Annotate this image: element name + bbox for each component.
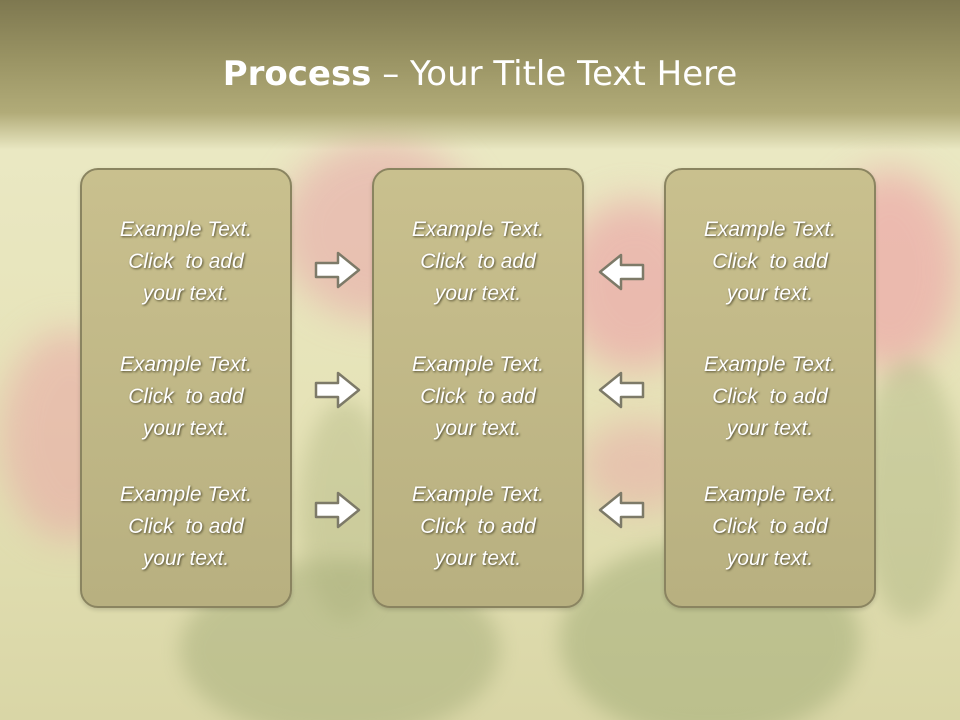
text-line: your text. — [142, 547, 230, 570]
text-cell[interactable]: Example Text. Click to add your text. — [374, 214, 582, 310]
text-line: your text. — [142, 417, 230, 440]
title-bold: Process — [222, 54, 372, 94]
left-arrow-icon — [598, 253, 645, 291]
process-box-left[interactable]: Example Text. Click to add your text. Ex… — [80, 168, 292, 608]
slide-title[interactable]: Process – Your Title Text Here — [0, 52, 960, 96]
text-line: Example Text. — [119, 218, 253, 241]
title-bar — [0, 0, 960, 150]
text-line: Example Text. — [411, 483, 545, 506]
text-line: Click to add — [128, 385, 244, 408]
text-line: your text. — [434, 282, 522, 305]
text-line: your text. — [726, 282, 814, 305]
right-arrow-icon — [314, 491, 361, 529]
text-line: your text. — [726, 417, 814, 440]
text-line: Click to add — [712, 250, 828, 273]
left-arrow-icon — [598, 491, 645, 529]
right-arrow-icon — [314, 251, 361, 289]
text-cell[interactable]: Example Text. Click to add your text. — [666, 479, 874, 575]
text-cell[interactable]: Example Text. Click to add your text. — [374, 349, 582, 445]
process-box-right[interactable]: Example Text. Click to add your text. Ex… — [664, 168, 876, 608]
title-rest: – Your Title Text Here — [371, 54, 738, 94]
text-line: Click to add — [420, 250, 536, 273]
text-line: your text. — [726, 547, 814, 570]
text-cell[interactable]: Example Text. Click to add your text. — [82, 214, 290, 310]
text-cell[interactable]: Example Text. Click to add your text. — [82, 349, 290, 445]
text-line: Example Text. — [411, 218, 545, 241]
text-line: Example Text. — [703, 218, 837, 241]
text-line: Click to add — [128, 515, 244, 538]
text-cell[interactable]: Example Text. Click to add your text. — [666, 214, 874, 310]
text-line: Example Text. — [703, 353, 837, 376]
text-cell[interactable]: Example Text. Click to add your text. — [666, 349, 874, 445]
text-cell[interactable]: Example Text. Click to add your text. — [82, 479, 290, 575]
text-line: your text. — [142, 282, 230, 305]
text-line: your text. — [434, 417, 522, 440]
text-line: Click to add — [420, 515, 536, 538]
text-line: Click to add — [712, 515, 828, 538]
text-line: Example Text. — [411, 353, 545, 376]
left-arrow-icon — [598, 371, 645, 409]
text-line: Click to add — [712, 385, 828, 408]
text-line: your text. — [434, 547, 522, 570]
text-cell[interactable]: Example Text. Click to add your text. — [374, 479, 582, 575]
text-line: Click to add — [128, 250, 244, 273]
text-line: Click to add — [420, 385, 536, 408]
process-box-center[interactable]: Example Text. Click to add your text. Ex… — [372, 168, 584, 608]
text-line: Example Text. — [119, 483, 253, 506]
text-line: Example Text. — [703, 483, 837, 506]
leaf-blob — [860, 360, 960, 620]
text-line: Example Text. — [119, 353, 253, 376]
right-arrow-icon — [314, 371, 361, 409]
